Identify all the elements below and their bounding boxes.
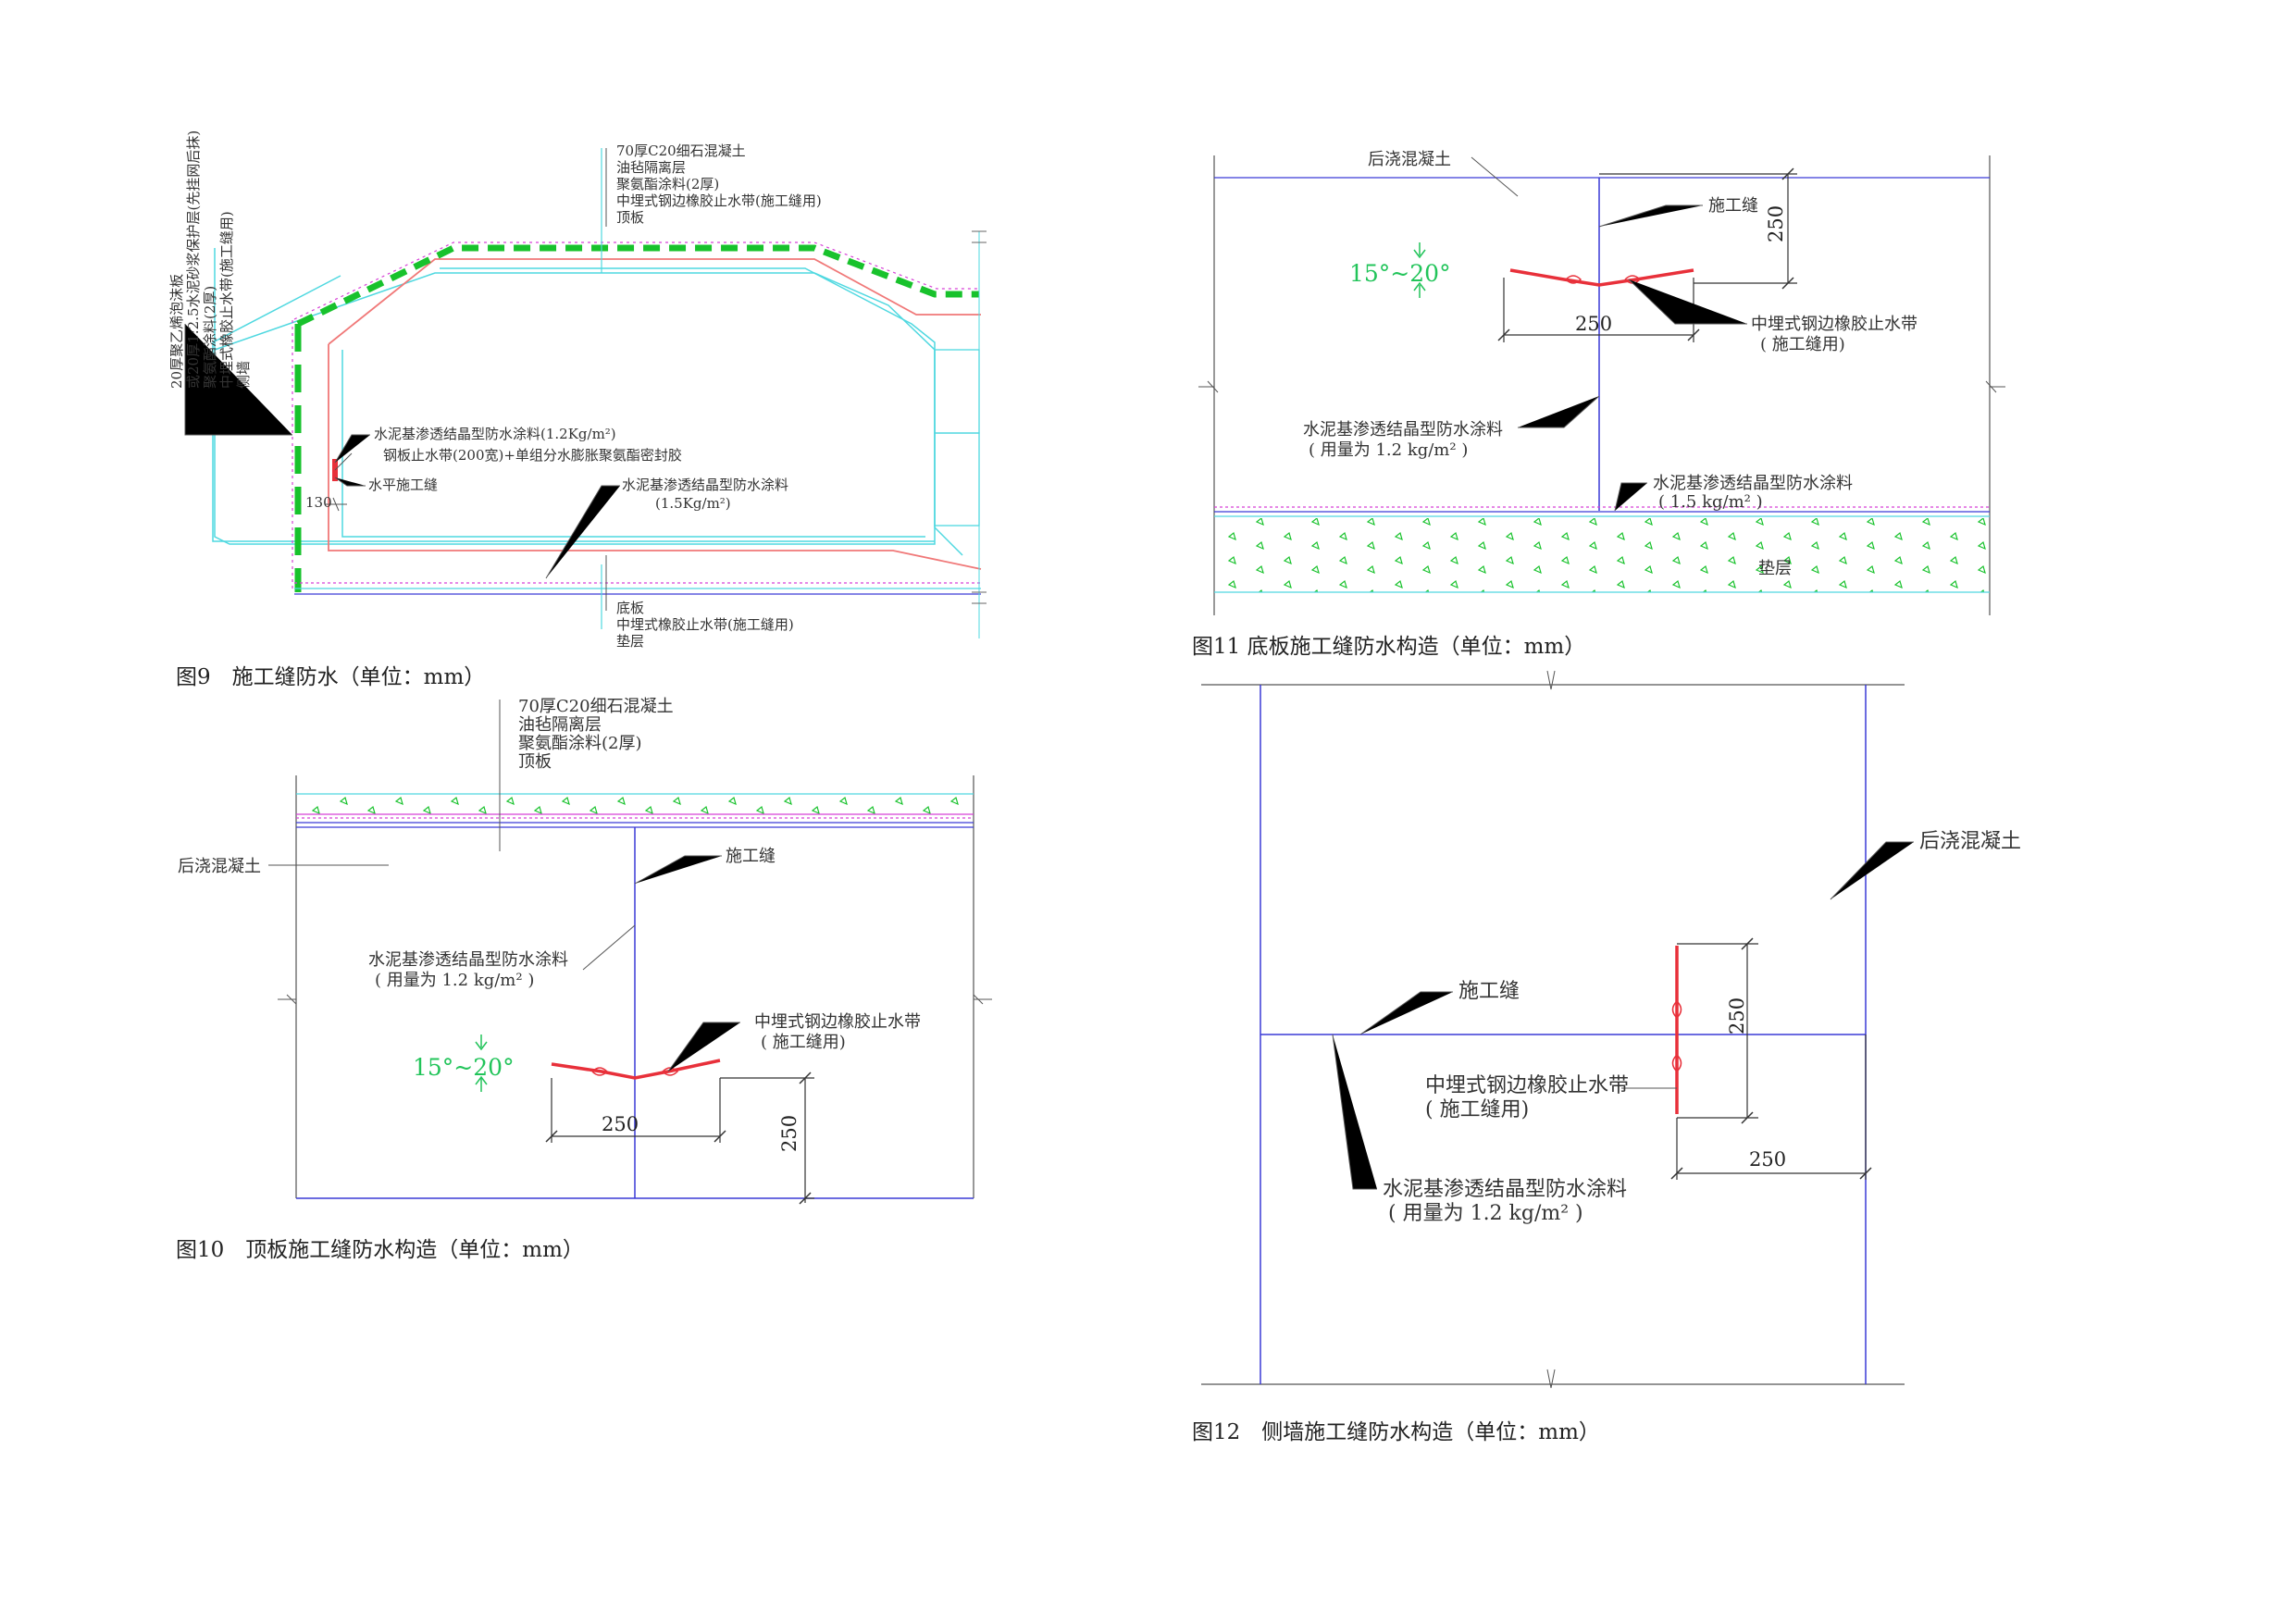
fig11-caption: 图11 底板施工缝防水构造（单位：mm） [1192, 635, 1586, 659]
fig10-angle: 15°~20° [413, 1054, 515, 1081]
fig9-structure-outline [328, 258, 982, 570]
fig10-caption: 图10 顶板施工缝防水构造（单位：mm） [176, 1238, 584, 1262]
fig9-left-label: 或20厚1:2.5水泥砂浆保护层(先挂网后抹) [185, 130, 202, 389]
fig9-top-label: 70厚C20细石混凝土 [616, 142, 746, 159]
fig9-mid-label: 钢板止水带(200宽)+单组分水膨胀聚氨酯密封胶 [383, 447, 682, 464]
fig11-labels: 后浇混凝土 施工缝 250 15°~20° 250 中埋式钢边橡胶止水带 ( 施… [1303, 150, 1917, 578]
fig12-joint-label: 施工缝 [1458, 980, 1520, 1003]
fig11-post-concrete: 后浇混凝土 [1368, 150, 1451, 169]
fig11-coating-label: ( 用量为 1.2 kg/m² ) [1309, 440, 1468, 460]
fig10-coating-label: ( 用量为 1.2 kg/m² ) [375, 971, 534, 990]
fig12-post-concrete: 后浇混凝土 [1919, 830, 2021, 853]
fig9-mid-label: 水泥基渗透结晶型防水涂料(1.2Kg/m²) [374, 426, 616, 442]
fig10-top-label: 油毡隔离层 [518, 715, 602, 735]
fig11-bottom-coating: 水泥基渗透结晶型防水涂料 [1653, 474, 1853, 493]
fig9-bottom-label: 中埋式橡胶止水带(施工缝用) [616, 616, 794, 633]
fig10-waterstop [551, 1059, 721, 1080]
fig11-dim-width: 250 [1575, 313, 1612, 335]
fig11-cushion-label: 垫层 [1758, 559, 1792, 578]
fig9-drawing [184, 148, 987, 638]
fig9-left-label: 20厚聚乙烯泡沫板 [168, 274, 185, 389]
fig9-caption: 图9 施工缝防水（单位：mm） [176, 665, 486, 689]
fig11-angle: 15°~20° [1349, 260, 1451, 287]
fig10-joint-label: 施工缝 [726, 847, 776, 866]
fig10-dim-width: 250 [602, 1113, 639, 1135]
fig12-dim-height: 250 [1726, 997, 1748, 1035]
fig10-drawing [268, 700, 992, 1205]
fig10-top-label: 70厚C20细石混凝土 [518, 697, 674, 716]
fig11-dim-depth: 250 [1765, 205, 1787, 242]
fig9-top-label: 中埋式钢边橡胶止水带(施工缝用) [616, 192, 822, 209]
fig10-waterstop-label: 中埋式钢边橡胶止水带 [754, 1012, 921, 1032]
fig10-dim-depth: 250 [778, 1115, 800, 1152]
fig10-waterstop-label: ( 施工缝用) [761, 1033, 846, 1052]
fig10-labels: 70厚C20细石混凝土 油毡隔离层 聚氨酯涂料(2厚) 顶板 后浇混凝土 施工缝… [178, 697, 921, 1152]
fig9-floor-label: 水泥基渗透结晶型防水涂料 [622, 477, 788, 493]
fig12-waterstop-label: ( 施工缝用) [1425, 1098, 1529, 1121]
fig12-drawing [1201, 670, 1914, 1389]
fig9-top-label: 聚氨酯涂料(2厚) [616, 176, 719, 192]
fig9-bottom-label: 垫层 [616, 633, 644, 650]
fig10-coating-label: 水泥基渗透结晶型防水涂料 [368, 950, 568, 970]
fig9-top-label: 顶板 [616, 209, 644, 226]
fig11-waterstop-label: ( 施工缝用) [1760, 335, 1845, 354]
fig11-coating-label: 水泥基渗透结晶型防水涂料 [1303, 420, 1503, 440]
fig9-outer-membrane [296, 244, 979, 328]
fig10-top-label: 聚氨酯涂料(2厚) [518, 734, 642, 753]
fig12-waterstop-label: 中埋式钢边橡胶止水带 [1425, 1074, 1629, 1097]
fig9-left-label: 中埋式橡胶止水带(施工缝用) [218, 211, 235, 389]
fig11-waterstop-label: 中埋式钢边橡胶止水带 [1751, 315, 1917, 334]
fig12-coating-label: 水泥基渗透结晶型防水涂料 [1383, 1178, 1627, 1201]
fig11-waterstop [1509, 268, 1694, 287]
fig9-mid-label: 水平施工缝 [368, 477, 438, 493]
fig11-joint-label: 施工缝 [1708, 196, 1758, 216]
fig9-floor-label: (1.5Kg/m²) [655, 495, 731, 512]
fig12-labels: 后浇混凝土 施工缝 250 中埋式钢边橡胶止水带 ( 施工缝用) 250 水泥基… [1383, 830, 2021, 1225]
fig11-drawing [1198, 155, 2005, 615]
fig9-left-label: 侧墙 [235, 361, 252, 389]
fig9-dim-130: 130 [305, 494, 332, 511]
fig12-dim-width: 250 [1749, 1148, 1786, 1171]
fig12-caption: 图12 侧墙施工缝防水构造（单位：mm） [1192, 1420, 1600, 1444]
fig11-bottom-coating: ( 1.5 kg/m² ) [1658, 492, 1763, 512]
fig10-top-label: 顶板 [518, 752, 552, 772]
fig12-coating-label: ( 用量为 1.2 kg/m² ) [1388, 1202, 1583, 1225]
fig9-left-label: 聚氨酯涂料(2厚) [202, 286, 218, 389]
fig10-post-concrete: 后浇混凝土 [178, 857, 261, 876]
fig9-bottom-label: 底板 [616, 600, 644, 616]
fig9-top-label: 油毡隔离层 [616, 159, 686, 176]
fig9-labels: 70厚C20细石混凝土 油毡隔离层 聚氨酯涂料(2厚) 中埋式钢边橡胶止水带(施… [168, 130, 822, 650]
